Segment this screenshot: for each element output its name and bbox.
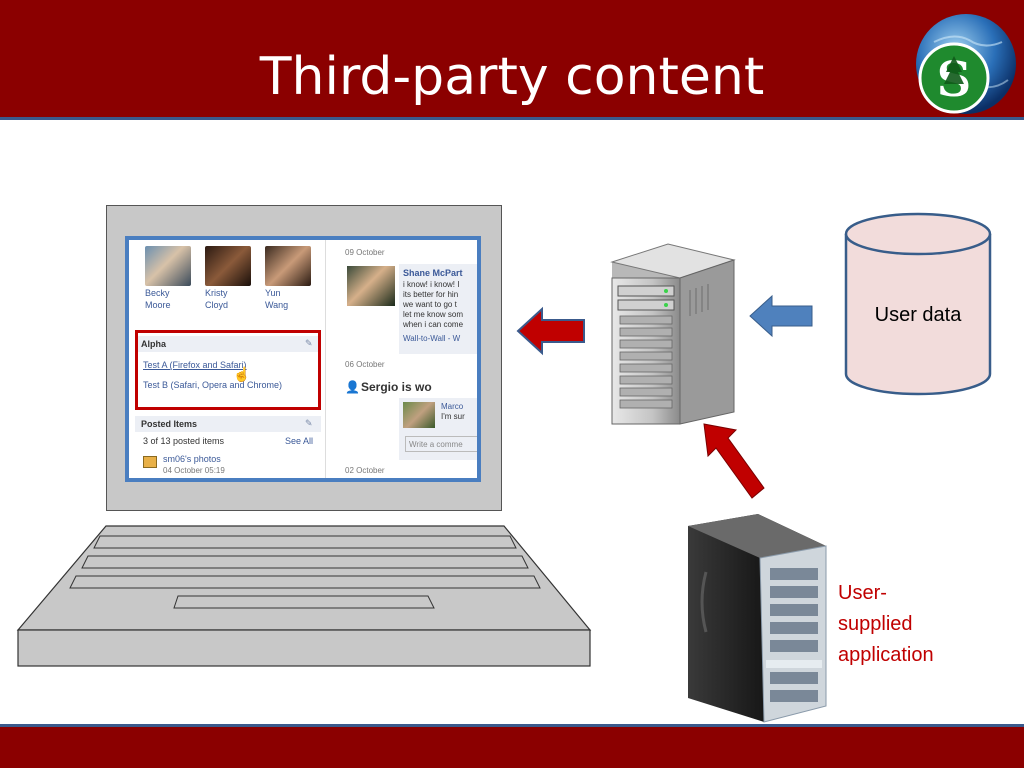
edit-pencil-icon[interactable]: ✎ <box>305 338 313 348</box>
post-author[interactable]: Shane McPart <box>403 268 463 278</box>
feed-post-bubble <box>399 264 477 354</box>
highlight-box <box>135 330 321 410</box>
title-banner: Third-party content S <box>0 0 1024 120</box>
user-app-line: supplied <box>838 613 913 635</box>
friend-last-name: Moore <box>145 300 171 310</box>
stanford-globe-logo-icon: S <box>916 14 1016 114</box>
user-data-database-icon <box>844 212 992 396</box>
commenter-name[interactable]: Marco <box>441 402 464 411</box>
blue-arrow-icon <box>749 294 813 338</box>
wall-to-wall-link[interactable]: Wall-to-Wall - W <box>403 334 461 343</box>
alpha-box-header: Alpha <box>135 336 321 352</box>
red-arrow-to-laptop-icon <box>516 306 585 356</box>
web-server-icon <box>610 243 736 425</box>
friend-last-name: Cloyd <box>205 300 229 310</box>
friend-becky[interactable]: Becky Moore <box>145 246 195 310</box>
social-profile-page: Becky Moore Kristy Cloyd Yun Wang Alpha … <box>125 236 481 482</box>
friend-photo <box>265 246 311 286</box>
footer-banner <box>0 724 1024 768</box>
write-comment-input[interactable]: Write a comme <box>405 436 477 452</box>
application-server-icon <box>688 514 827 723</box>
laptop-keyboard-icon <box>16 525 592 667</box>
red-arrow-to-server-icon <box>703 423 765 499</box>
feed-date: 09 October <box>345 248 385 257</box>
friend-photo <box>205 246 251 286</box>
status-update: Sergio is wo <box>361 380 432 394</box>
photo-album-icon <box>143 456 157 468</box>
feed-date: 06 October <box>345 360 385 369</box>
wall-feed: 09 October Shane McPart i know! i know! … <box>329 240 477 478</box>
alpha-link-test-b[interactable]: Test B (Safari, Opera and Chrome) <box>143 380 283 390</box>
user-data-label: User data <box>874 304 962 326</box>
post-line: i know! i know! I <box>403 280 460 289</box>
user-supplied-application-label: User- supplied application <box>838 578 968 671</box>
see-all-link[interactable]: See All <box>285 436 314 446</box>
user-app-line: application <box>838 644 934 666</box>
hand-cursor-icon: ☝ <box>233 366 251 382</box>
laptop-screen: Becky Moore Kristy Cloyd Yun Wang Alpha … <box>106 205 502 511</box>
feed-date: 02 October <box>345 466 385 475</box>
friend-kristy[interactable]: Kristy Cloyd <box>205 246 255 310</box>
posted-items-header: Posted Items <box>135 416 321 432</box>
slide-title: Third-party content <box>259 47 765 107</box>
post-line: its better for hin <box>403 290 459 299</box>
profile-sidebar: Becky Moore Kristy Cloyd Yun Wang Alpha … <box>129 240 326 478</box>
friend-yun[interactable]: Yun Wang <box>265 246 315 310</box>
post-line: when i can come <box>403 320 464 329</box>
post-line: let me know som <box>403 310 464 319</box>
posted-items-count: 3 of 13 posted items <box>143 436 225 446</box>
friend-first-name: Kristy <box>205 288 228 298</box>
friend-first-name: Yun <box>265 288 281 298</box>
friend-photo <box>145 246 191 286</box>
friend-last-name: Wang <box>265 300 289 310</box>
comment-text: I'm sur <box>441 412 465 421</box>
friend-first-name: Becky <box>145 288 170 298</box>
alpha-link-test-a[interactable]: Test A (Firefox and Safari) <box>143 360 247 370</box>
posted-item-title[interactable]: sm06's photos <box>163 454 221 464</box>
posted-item-date: 04 October 05:19 <box>163 466 225 475</box>
edit-pencil-icon[interactable]: ✎ <box>305 418 313 428</box>
poster-photo <box>347 266 395 306</box>
user-app-line: User- <box>838 582 887 604</box>
commenter-photo <box>403 402 435 428</box>
post-line: we want to go t <box>403 300 457 309</box>
person-icon: 👤 <box>345 380 360 394</box>
